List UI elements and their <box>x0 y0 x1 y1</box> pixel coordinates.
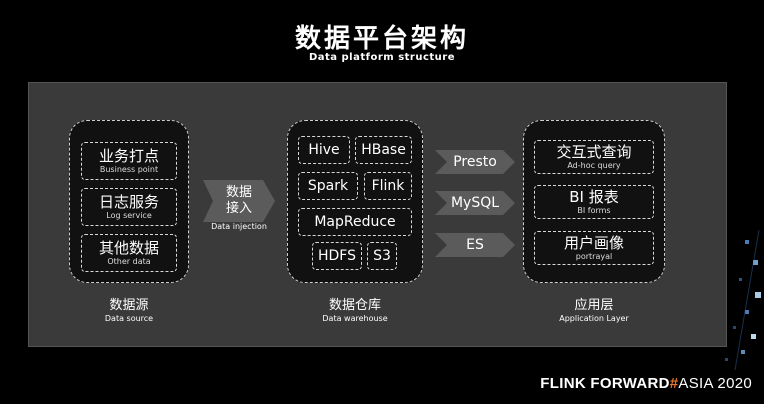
source-label-en: Other data <box>107 256 151 266</box>
source-log-service: 日志服务 Log service <box>81 188 177 226</box>
brand-part1: FLINK FORWARD <box>540 375 670 392</box>
decorative-light-pattern <box>725 230 761 371</box>
store-s3: S3 <box>367 242 397 270</box>
group-label-en: Data warehouse <box>322 314 388 323</box>
app-label-en: Ad-hoc query <box>567 160 621 170</box>
app-adhoc-query: 交互式查询 Ad-hoc query <box>534 140 654 174</box>
source-label-en: Business point <box>99 164 159 174</box>
brand-part2: ASIA 2020 <box>678 375 752 392</box>
data-injection-arrow: 数据 接入 <box>203 180 275 222</box>
brand-logo: FLINK FORWARD#ASIA 2020 <box>540 375 752 392</box>
page-subtitle: Data platform structure <box>308 52 456 63</box>
source-label-en: Log service <box>106 210 152 220</box>
source-business-point: 业务打点 Business point <box>81 142 177 180</box>
source-label-cn: 日志服务 <box>98 192 159 211</box>
store-flink: Flink <box>364 172 412 200</box>
injection-label-en: Data injection <box>211 222 267 231</box>
data-warehouse-label: 数据仓库 Data warehouse <box>287 298 423 324</box>
engine-mysql-arrow: MySQL <box>435 191 515 215</box>
data-source-label: 数据源 Data source <box>69 298 189 324</box>
source-label-cn: 业务打点 <box>98 146 159 165</box>
app-bi-forms: BI 报表 BI forms <box>534 185 654 219</box>
injection-line1: 数据 <box>225 185 252 200</box>
brand-hash: # <box>669 375 679 392</box>
app-label-cn: 交互式查询 <box>556 142 632 161</box>
app-label-cn: BI 报表 <box>569 187 619 206</box>
store-mapreduce: MapReduce <box>298 208 412 236</box>
group-label-cn: 数据源 <box>109 298 149 313</box>
group-label-cn: 应用层 <box>574 298 614 313</box>
store-hbase: HBase <box>355 136 412 164</box>
store-hdfs: HDFS <box>312 242 362 270</box>
engine-es-arrow: ES <box>435 233 515 257</box>
injection-line2: 接入 <box>225 201 252 216</box>
store-hive: Hive <box>298 136 350 164</box>
app-portrayal: 用户画像 portrayal <box>534 231 654 265</box>
engine-presto-arrow: Presto <box>435 150 515 174</box>
source-label-cn: 其他数据 <box>98 238 159 257</box>
group-label-cn: 数据仓库 <box>328 298 381 313</box>
app-label-cn: 用户画像 <box>563 233 624 252</box>
store-spark: Spark <box>298 172 358 200</box>
group-label-en: Data source <box>104 314 154 323</box>
app-label-en: portrayal <box>575 251 613 261</box>
source-other-data: 其他数据 Other data <box>81 234 177 272</box>
group-label-en: Application Layer <box>559 314 629 323</box>
application-label: 应用层 Application Layer <box>523 298 665 324</box>
page-title: 数据平台架构 <box>294 24 469 54</box>
app-label-en: BI forms <box>577 205 611 215</box>
